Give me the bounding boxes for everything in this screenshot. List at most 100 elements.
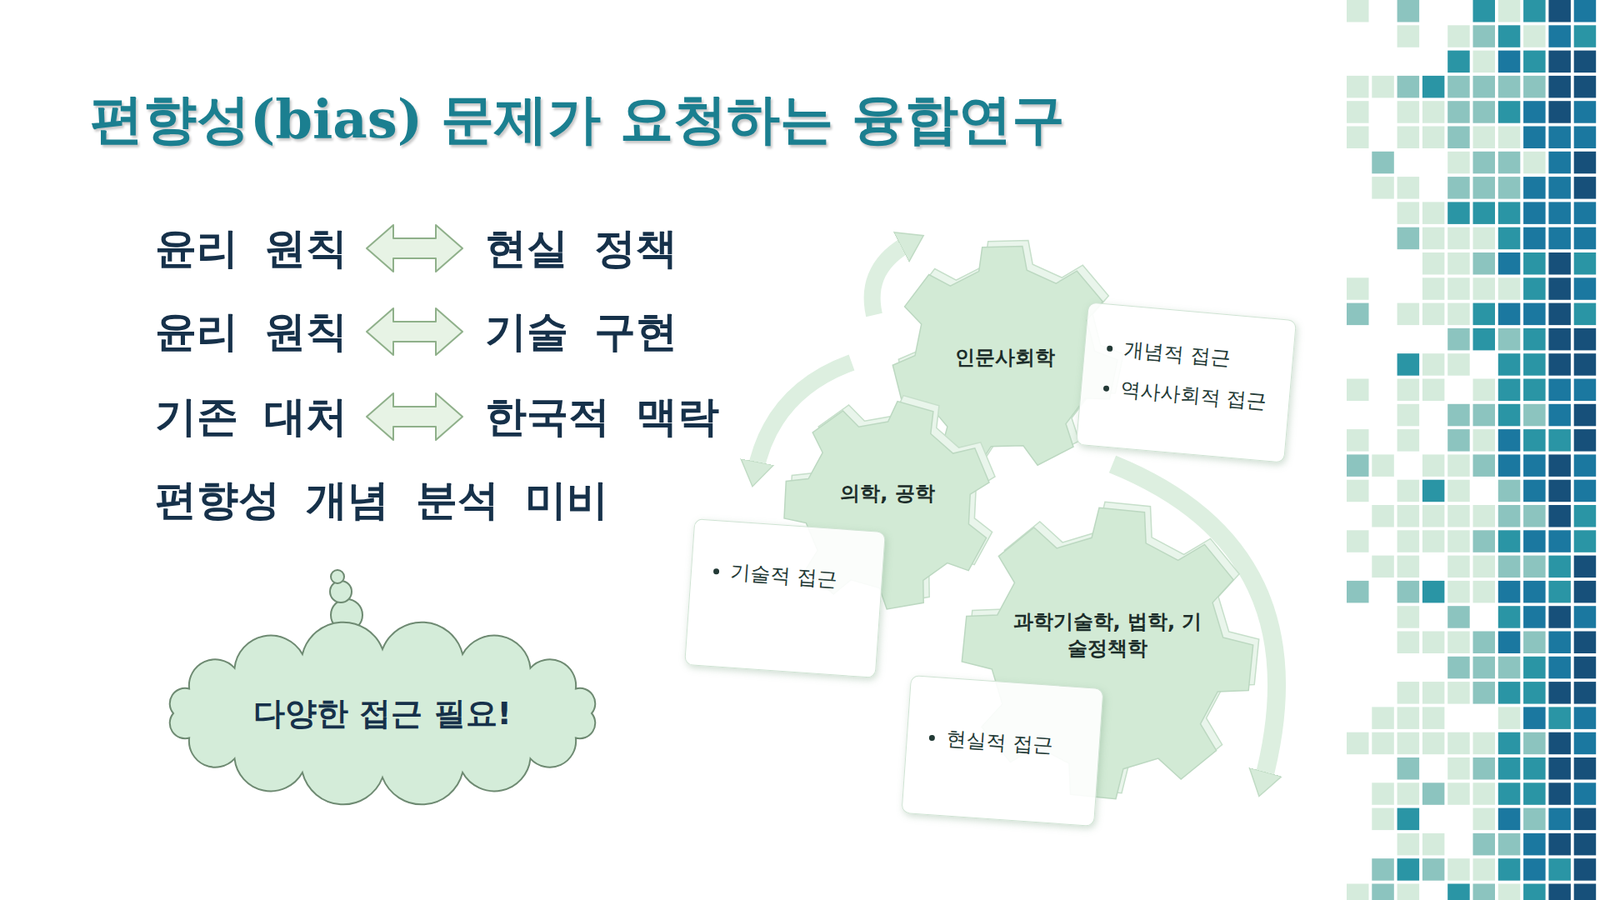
mosaic-square (1548, 505, 1571, 528)
mosaic-square (1523, 833, 1546, 856)
mosaic-square (1498, 353, 1521, 376)
mosaic-square (1548, 252, 1571, 275)
mosaic-square (1397, 100, 1420, 124)
mosaic-square (1523, 681, 1546, 705)
mosaic-square (1473, 530, 1496, 553)
mosaic-square (1473, 151, 1496, 175)
mosaic-square (1422, 201, 1445, 225)
mosaic-square (1447, 227, 1470, 250)
mosaic-square (1371, 176, 1395, 200)
mosaic-square (1523, 858, 1546, 881)
mosaic-square (1523, 454, 1546, 477)
mosaic-square (1447, 757, 1470, 780)
mosaic-square (1447, 480, 1470, 503)
mosaic-square (1422, 277, 1445, 300)
gear-label: 과학기술학, 법학, 기술정책학 (1011, 608, 1204, 662)
mosaic-square (1473, 757, 1496, 780)
mosaic-square (1574, 656, 1597, 680)
mosaic-square (1397, 201, 1420, 225)
mosaic-square (1346, 303, 1370, 326)
mosaic-square (1574, 227, 1597, 250)
mosaic-square (1473, 858, 1496, 881)
mosaic-square (1447, 631, 1470, 655)
mosaic-square (1548, 605, 1571, 629)
mosaic-square (1447, 782, 1470, 805)
mosaic-square (1397, 227, 1420, 250)
mosaic-square (1447, 100, 1470, 124)
mosaic-square (1498, 201, 1521, 225)
mosaic-square (1371, 808, 1395, 831)
mosaic-square (1422, 706, 1445, 730)
mosaic-square (1574, 631, 1597, 655)
bullet-row: 역사사회적 접근 (1102, 374, 1272, 415)
mosaic-square (1498, 656, 1521, 680)
mosaic-square (1498, 631, 1521, 655)
mosaic-square (1371, 505, 1395, 528)
mosaic-square (1397, 884, 1420, 900)
mosaic-square (1548, 429, 1571, 452)
mosaic-square (1447, 277, 1470, 300)
approach-box: 개념적 접근역사사회적 접근 (1075, 301, 1297, 463)
bullet-text: 역사사회적 접근 (1120, 375, 1269, 415)
list-text: 편향성 개념 분석 미비 (155, 475, 609, 525)
mosaic-square (1371, 884, 1395, 900)
mosaic-square (1473, 379, 1496, 402)
mosaic-square (1498, 605, 1521, 629)
mosaic-square (1346, 0, 1370, 23)
mosaic-square (1498, 404, 1521, 427)
mosaic-square (1548, 328, 1571, 351)
mosaic-square (1397, 505, 1420, 528)
mosaic-square (1574, 404, 1597, 427)
mosaic-square (1548, 50, 1571, 74)
mosaic-square (1397, 580, 1420, 604)
mosaic-square (1397, 858, 1420, 881)
mosaic-square (1397, 631, 1420, 655)
mosaic-square (1548, 353, 1571, 376)
mosaic-square (1523, 884, 1546, 900)
mosaic-square (1371, 75, 1395, 99)
mosaic-square (1523, 176, 1546, 200)
mosaic-square (1523, 100, 1546, 124)
mosaic-square (1498, 833, 1521, 856)
mosaic-square (1574, 25, 1597, 48)
mosaic-square (1574, 480, 1597, 503)
mosaic-square (1498, 782, 1521, 805)
mosaic-square (1473, 505, 1496, 528)
bullet-row: 개념적 접근 (1105, 335, 1275, 376)
mosaic-square (1473, 555, 1496, 579)
mosaic-square (1473, 404, 1496, 427)
mosaic-square (1473, 808, 1496, 831)
mosaic-square (1498, 0, 1521, 23)
mosaic-square (1397, 808, 1420, 831)
mosaic-square (1498, 75, 1521, 99)
mosaic-square (1346, 100, 1370, 124)
mosaic-square (1574, 126, 1597, 150)
bullet-dot (1103, 385, 1110, 392)
mosaic-square (1523, 605, 1546, 629)
double-arrow (366, 308, 463, 355)
mosaic-square (1498, 858, 1521, 881)
mosaic-square (1548, 151, 1571, 175)
mosaic-square (1523, 480, 1546, 503)
mosaic-square (1473, 429, 1496, 452)
mosaic-square (1574, 75, 1597, 99)
mosaic-square (1473, 201, 1496, 225)
mosaic-square (1574, 151, 1597, 175)
mosaic-square (1574, 429, 1597, 452)
mosaic-square (1548, 757, 1571, 780)
mosaic-square (1498, 25, 1521, 48)
list-text: 현실 정책 (485, 223, 678, 274)
mosaic-square (1397, 480, 1420, 503)
mosaic-square (1397, 25, 1420, 48)
mosaic-square (1523, 25, 1546, 48)
list-text: 윤리 원칙 (155, 306, 348, 357)
mosaic-square (1397, 530, 1420, 553)
mosaic-square (1473, 126, 1496, 150)
mosaic-square (1523, 277, 1546, 300)
mosaic-square (1548, 782, 1571, 805)
mosaic-square (1447, 404, 1470, 427)
mosaic-square (1498, 429, 1521, 452)
mosaic-square (1422, 530, 1445, 553)
mosaic-square (1346, 277, 1370, 300)
approach-box: 기술적 접근 (684, 518, 886, 679)
